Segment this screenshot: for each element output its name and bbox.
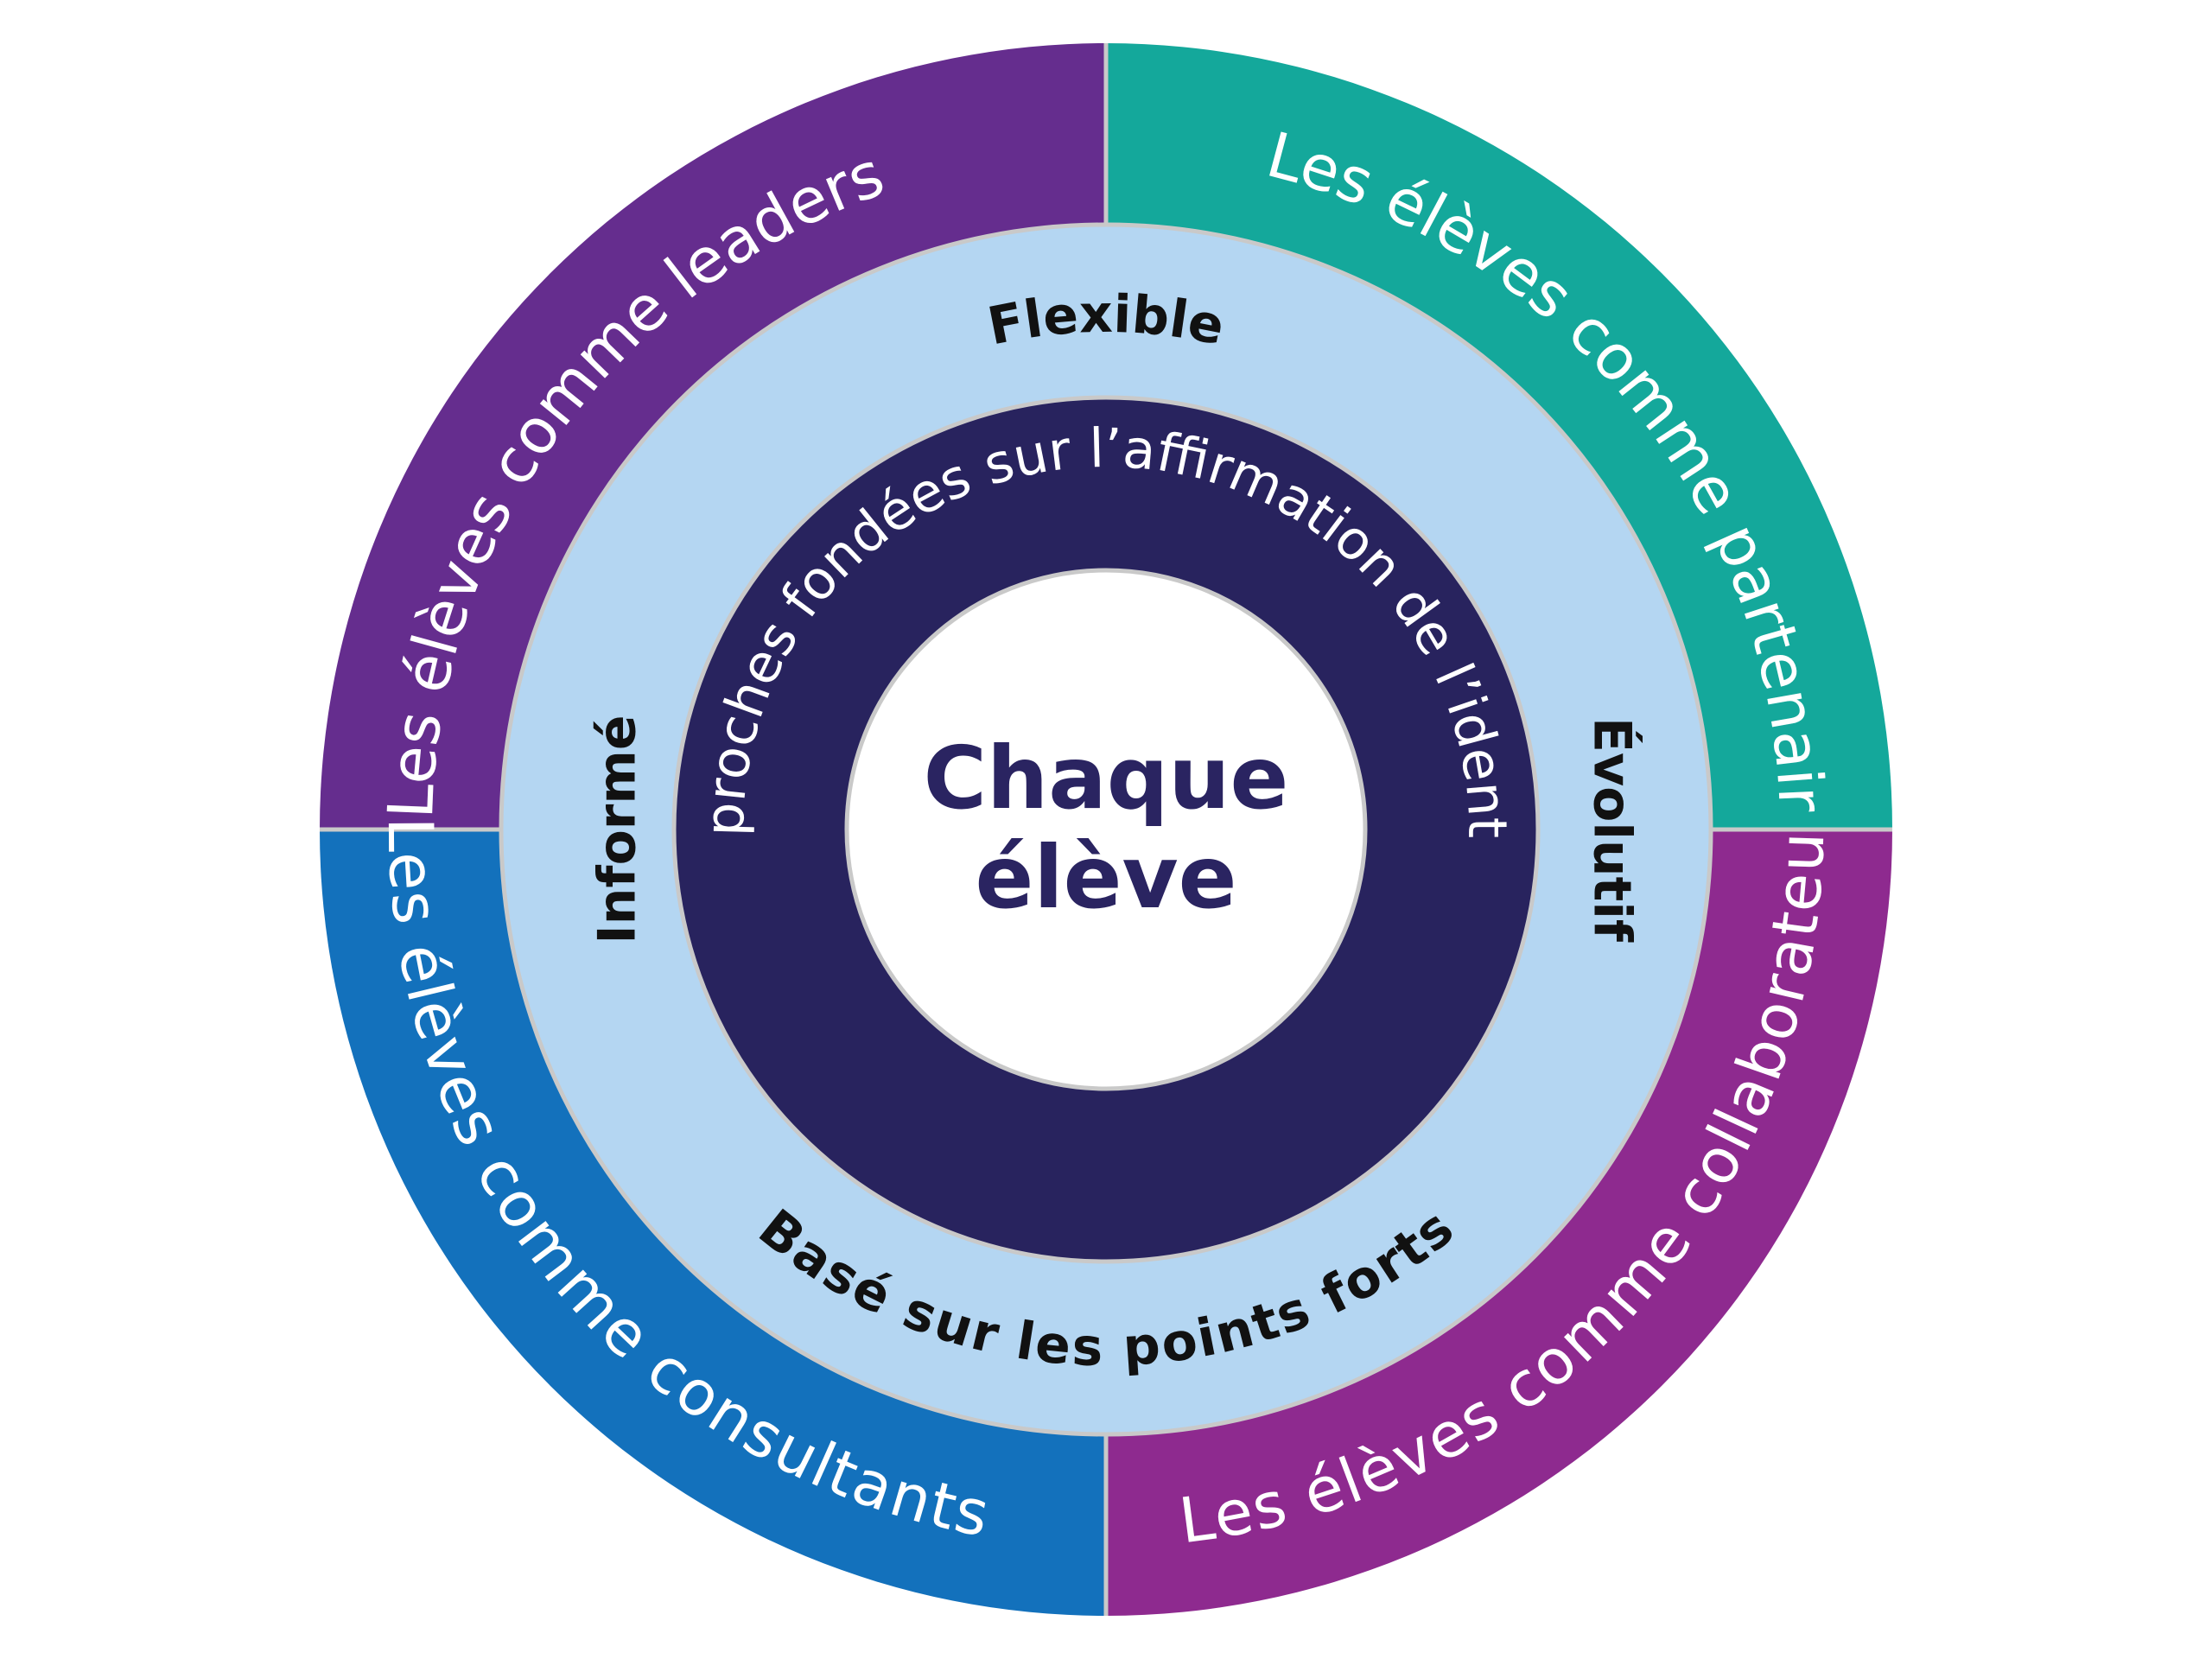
center-circle (844, 568, 1368, 1091)
center-label-line2: élève (976, 827, 1237, 928)
middle-label-right: Évolutif (1581, 717, 1643, 943)
middle-label-left: Informé (588, 715, 648, 944)
center-label-line1: Chaque (924, 728, 1289, 829)
